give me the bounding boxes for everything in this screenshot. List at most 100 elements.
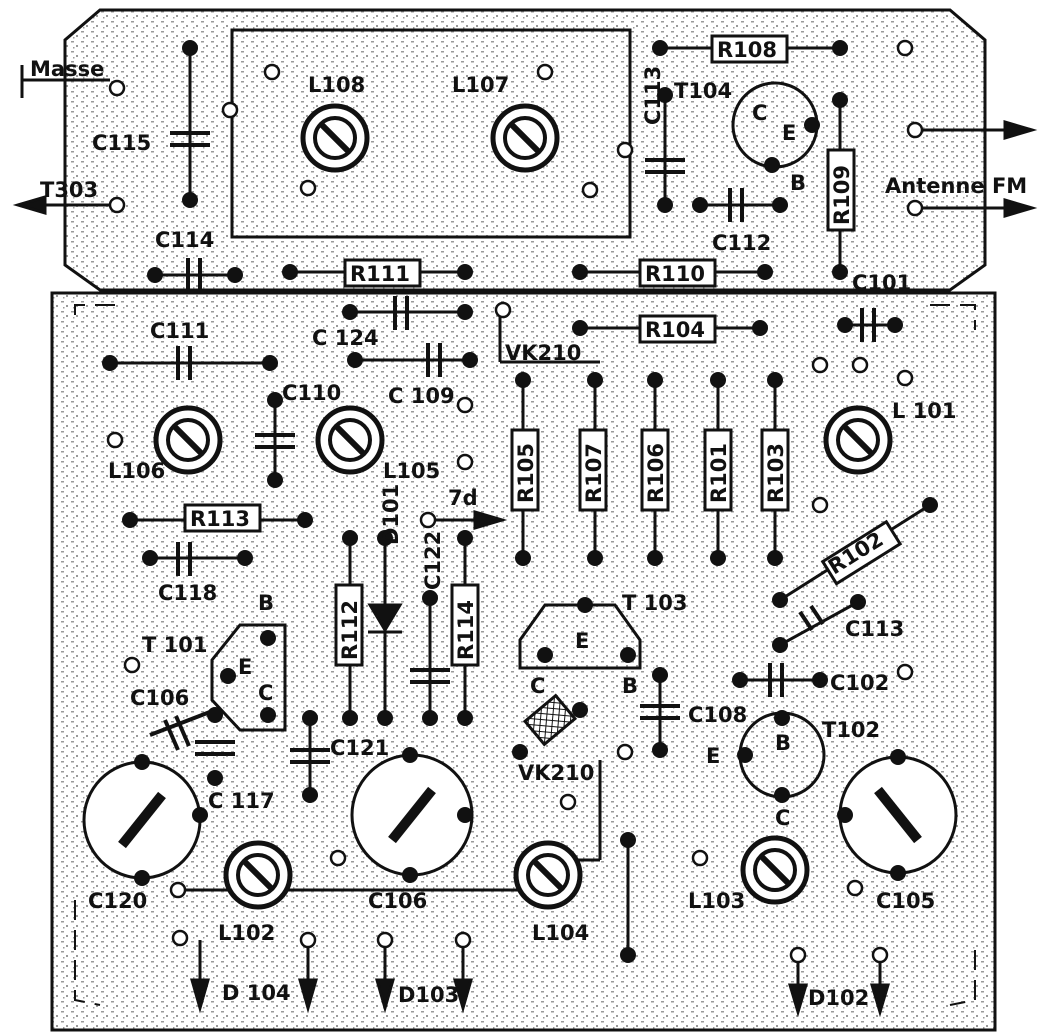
pads [102,40,938,963]
label-r101: R101 [707,443,731,503]
label-l104: L104 [532,921,589,945]
coil-l101-icon [823,405,893,475]
resistor-r108 [710,34,789,64]
coil-l106-icon [153,405,223,475]
resistor-r110 [638,258,717,288]
label-t102: T102 [822,718,880,742]
label-c101: C101 [852,271,911,295]
ceramic-filter-icon [522,693,578,747]
label-t303: T303 [40,178,98,202]
open-pads [106,39,924,964]
label-r112: R112 [338,600,362,660]
coil-l102-icon [223,840,293,910]
label-c122: C122 [421,531,445,590]
label-t101-c: C [258,681,273,705]
resistor-r107 [578,428,608,512]
label-c111: C111 [150,319,209,343]
label-l108: L108 [308,73,365,97]
label-r111: R111 [350,262,410,286]
label-c113-mid: C113 [845,617,904,641]
label-l105: L105 [383,459,440,483]
label-c110: C110 [282,381,341,405]
label-r107: R107 [582,443,606,503]
trimmer-c120-icon [82,760,202,880]
label-t104: T104 [674,79,732,103]
label-c118: C118 [158,581,217,605]
label-c106-top: C106 [130,686,189,710]
component-labels: Masse T303 Antenne FM L108 L107 C115 C11… [30,38,1027,1010]
label-masse: Masse [30,57,104,81]
label-antenne-fm: Antenne FM [885,174,1027,198]
label-t103: T 103 [622,591,687,615]
label-d103: D103 [398,983,459,1007]
resistor-r109 [826,148,856,232]
label-t102-e: E [706,744,720,768]
resistors [183,34,903,667]
label-l102: L102 [218,921,275,945]
label-d101: D101 [379,484,403,545]
label-c109: C 109 [388,384,455,408]
coil-l105-icon [315,405,385,475]
label-r114: R114 [454,600,478,660]
label-t101-e: E [238,655,252,679]
label-t101: T 101 [142,633,207,657]
label-vk210-top: VK210 [505,341,581,365]
label-l107: L107 [452,73,509,97]
label-t104-e: E [782,121,796,145]
coil-l104-icon [513,840,583,910]
label-t104-c: C [752,101,767,125]
label-c105: C105 [876,889,935,913]
adjustable-coils [82,103,958,910]
label-d104: D 104 [222,981,291,1005]
label-7d: 7d [448,486,478,510]
resistor-r113 [183,503,262,533]
label-c117: C 117 [208,789,275,813]
resistor-r105 [510,428,540,512]
trimmer-c105-icon [838,755,958,875]
label-c113-top: C113 [641,66,665,125]
label-c114: C114 [155,228,214,252]
label-d102: D102 [808,986,869,1010]
resistor-r114 [450,583,480,667]
label-t101-b: B [258,591,274,615]
label-r103: R103 [764,443,788,503]
label-r106: R106 [644,443,668,503]
transistor-t101 [210,623,287,732]
label-t103-c: C [530,674,545,698]
resistor-r112 [334,583,364,667]
label-r104: R104 [645,318,705,342]
label-l101: L 101 [892,399,957,423]
signal-arrows [12,65,1038,1018]
label-c115: C115 [92,131,151,155]
label-c106-bot: C106 [368,889,427,913]
resistor-r111 [343,258,422,288]
capacitors [149,131,876,764]
label-c108: C108 [688,703,747,727]
diode-icon [367,603,403,634]
shield-can-outline [230,28,632,239]
label-r113: R113 [190,507,250,531]
resistor-r101 [703,428,733,512]
label-c121: C121 [330,736,389,760]
resistor-r104 [638,314,717,344]
coil-l108-icon [300,103,370,173]
label-l103: L103 [688,889,745,913]
coil-l107-icon [490,103,560,173]
transistor-t103 [518,603,642,670]
resistor-r103 [760,428,790,512]
resistor-r102 [820,519,903,586]
label-c112: C112 [712,231,771,255]
resistor-r106 [640,428,670,512]
label-t104-b: B [790,171,806,195]
trimmer-c106-icon [350,753,474,877]
label-c120: C120 [88,889,147,913]
label-t103-e: E [575,629,589,653]
label-r109: R109 [830,165,854,225]
label-vk210-mid: VK210 [518,761,594,785]
label-t102-c: C [775,806,790,830]
label-c124: C 124 [312,326,379,350]
label-l106: L106 [108,459,165,483]
label-r110: R110 [645,262,705,286]
label-t102-b: B [775,731,791,755]
